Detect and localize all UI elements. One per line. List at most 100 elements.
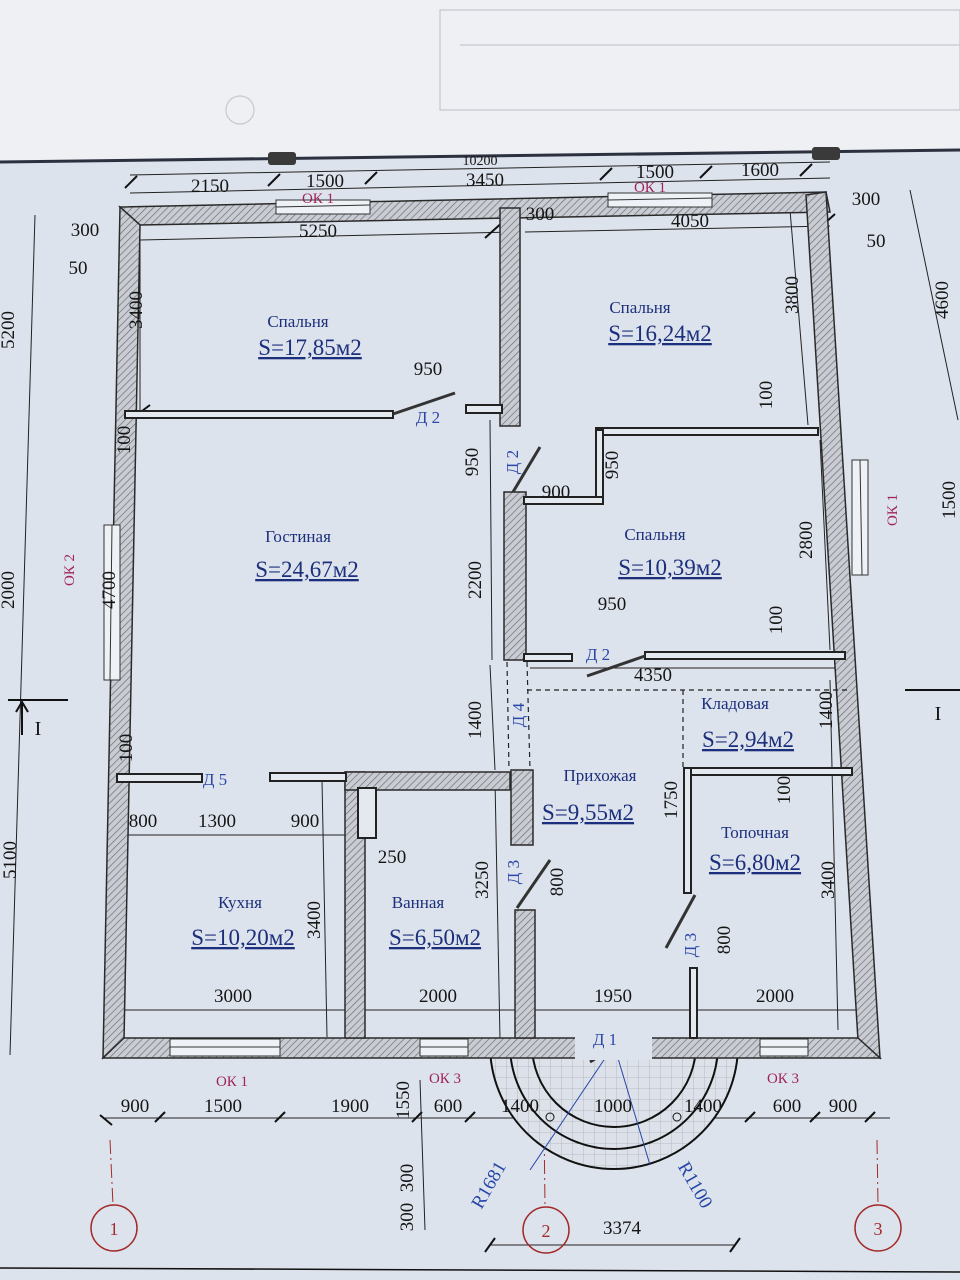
dimension-label: 1550 <box>393 1081 414 1119</box>
dimension-label: 800 <box>714 926 735 955</box>
dimension-label: 1300 <box>198 811 236 832</box>
wall-entry-lower <box>514 909 536 1039</box>
window-label: ОК 1 <box>885 494 901 526</box>
dimension-label: 300 <box>397 1203 418 1232</box>
section-mark-label: I <box>35 718 42 740</box>
dimension-label: 3450 <box>466 170 504 191</box>
dimension-label: 1750 <box>661 781 682 819</box>
section-marks <box>8 689 960 735</box>
dimension-label: 5200 <box>0 311 19 349</box>
dimension-label: 1400 <box>465 701 486 739</box>
binder-clip <box>812 147 840 160</box>
dimension-label: 250 <box>378 847 407 868</box>
dimension-label: 800 <box>129 811 158 832</box>
dimension-label: 950 <box>462 448 483 477</box>
section-mark-label: I <box>935 703 942 725</box>
dimension-label: 4350 <box>634 665 672 686</box>
dimension-label: 1500 <box>204 1096 242 1117</box>
dimension-label: 1500 <box>939 481 960 519</box>
door-label: Д 2 <box>503 450 522 474</box>
door-label: Д 4 <box>509 702 528 727</box>
window-label: ОК 1 <box>216 1074 248 1090</box>
dimension-label: 100 <box>114 426 135 455</box>
dimension-label: 100 <box>116 734 137 763</box>
room-name: Прихожая <box>564 766 637 785</box>
windows <box>103 192 869 1057</box>
door-label: Д 3 <box>681 933 700 957</box>
room-name: Спальня <box>624 525 685 544</box>
dimension-label: 1900 <box>331 1096 369 1117</box>
room-name: Спальня <box>609 298 670 317</box>
room-name: Кладовая <box>701 694 769 713</box>
dimension-label: 3400 <box>304 901 325 939</box>
entrance-door-opening <box>575 1036 652 1060</box>
title-block-line <box>0 1267 960 1273</box>
dimension-label: 300 <box>852 189 881 210</box>
dimension-label: 2000 <box>756 986 794 1007</box>
dimension-label: 900 <box>121 1096 150 1117</box>
dimension-label: 600 <box>773 1096 802 1117</box>
room-area: S=17,85м2 <box>258 335 362 360</box>
window-label: ОК 1 <box>634 180 666 196</box>
dimension-label: 950 <box>414 359 443 380</box>
axis-label: 2 <box>542 1221 551 1241</box>
dimension-label: 900 <box>829 1096 858 1117</box>
dimension-label: 100 <box>756 381 777 410</box>
dimension-label: 100 <box>766 606 787 635</box>
room-area: S=24,67м2 <box>255 557 359 582</box>
dimension-label: 10200 <box>463 154 498 169</box>
dimension-label: 2000 <box>419 986 457 1007</box>
door-label: Д 3 <box>504 860 523 884</box>
room-area: S=6,80м2 <box>709 850 801 875</box>
dimension-label: 1400 <box>684 1096 722 1117</box>
wall-hall <box>503 491 527 661</box>
window-label: ОК 2 <box>62 554 78 586</box>
axis-bubble-2 <box>522 1206 570 1254</box>
dimension-label: 1400 <box>816 691 837 729</box>
partitions <box>116 404 853 1039</box>
dimension-label: 900 <box>291 811 320 832</box>
wall-entry-upper <box>510 769 534 846</box>
dimension-label: 1500 <box>636 162 674 183</box>
dimension-label: 4600 <box>932 281 953 319</box>
top-sheet <box>0 0 960 160</box>
dimension-label: 2200 <box>465 561 486 599</box>
walls <box>101 191 882 1060</box>
door-label: Д 2 <box>586 645 610 664</box>
entrance-porch <box>489 1044 739 1171</box>
window-label: ОК 3 <box>429 1071 461 1087</box>
dashed-openings <box>506 661 850 771</box>
dimension-label: 4050 <box>671 211 709 232</box>
room-name: Топочная <box>721 823 789 842</box>
dimension-label: 1600 <box>741 160 779 181</box>
wall-bedrooms <box>499 207 521 427</box>
window-label: ОК 1 <box>302 191 334 207</box>
axis-label: 1 <box>110 1219 119 1239</box>
sheet-edge <box>0 148 960 164</box>
room-area: S=16,24м2 <box>608 321 712 346</box>
room-name: Спальня <box>267 312 328 331</box>
dimension-label: 1950 <box>594 986 632 1007</box>
dimension-label: 600 <box>434 1096 463 1117</box>
room-area: S=10,39м2 <box>618 555 722 580</box>
dimension-label: 5100 <box>0 841 21 879</box>
door-label: Д 1 <box>593 1030 617 1049</box>
dimension-label: 3000 <box>214 986 252 1007</box>
dimension-label: 3374 <box>603 1218 642 1239</box>
room-area: S=2,94м2 <box>702 727 794 752</box>
dimension-label: 50 <box>867 231 886 252</box>
dimension-label: 300 <box>526 204 555 225</box>
room-area: S=6,50м2 <box>389 925 481 950</box>
room-area: S=9,55м2 <box>542 800 634 825</box>
dimension-label: 2150 <box>191 176 229 197</box>
dimension-label: 300 <box>71 220 100 241</box>
dimension-label: 800 <box>547 868 568 897</box>
door-label: Д 5 <box>203 770 227 789</box>
axis-label: 3 <box>874 1219 883 1239</box>
door-label: Д 2 <box>416 408 440 427</box>
dimension-label: 3800 <box>782 276 803 314</box>
dimension-label: 950 <box>598 594 627 615</box>
room-name: Гостиная <box>265 527 331 546</box>
dimension-label: 3250 <box>472 861 493 899</box>
